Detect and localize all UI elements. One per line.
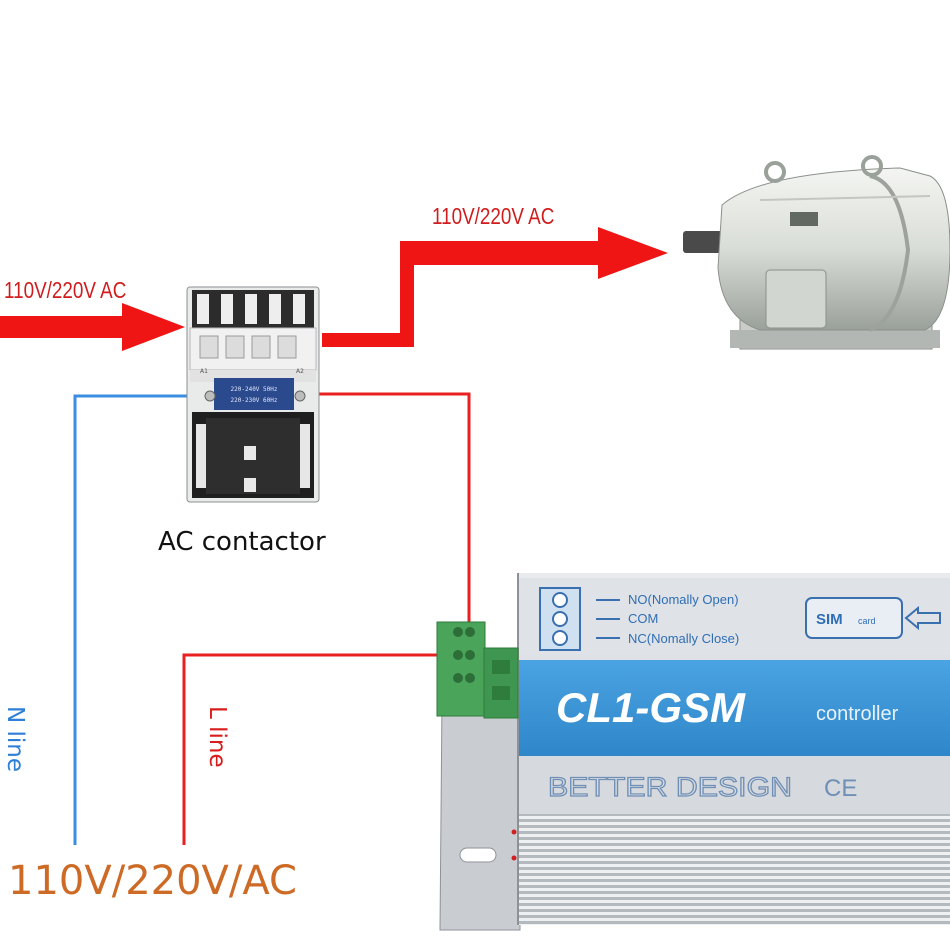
contactor-control-wire bbox=[300, 392, 471, 628]
contactor-plate-line1: 220-240V 50Hz bbox=[231, 386, 278, 393]
power-arrow-to-motor bbox=[322, 227, 668, 347]
electric-motor bbox=[683, 155, 950, 350]
mains-voltage-label: 110V/220V/AC bbox=[8, 858, 297, 904]
contactor-terminal-a2: A2 bbox=[296, 368, 304, 375]
controller-name: CL1-GSM bbox=[556, 684, 746, 731]
contactor-plate-line2: 220-230V 60Hz bbox=[231, 397, 278, 404]
sim-label: SIM bbox=[816, 611, 843, 628]
contactor-terminal-a1: A1 bbox=[200, 368, 208, 375]
sim-insert-arrow-icon bbox=[904, 605, 941, 631]
terminal-label-com: COM bbox=[628, 611, 658, 626]
controller-subtitle: controller bbox=[816, 703, 899, 725]
power-arrow-input bbox=[0, 303, 185, 351]
contactor-label: AC contactor bbox=[158, 527, 326, 557]
l-line-wire bbox=[182, 653, 470, 845]
ce-mark: CE bbox=[824, 775, 857, 802]
input-power-label: 110V/220V AC bbox=[4, 277, 127, 303]
ac-contactor: 220-240V 50Hz 220-230V 60Hz A1 A2 bbox=[186, 286, 320, 503]
terminal-label-nc: NC(Nomally Close) bbox=[628, 631, 739, 646]
motor-power-label: 110V/220V AC bbox=[432, 203, 555, 229]
l-line-label: L line bbox=[204, 706, 230, 768]
terminal-label-no: NO(Nomally Open) bbox=[628, 592, 739, 607]
n-line-wire bbox=[73, 394, 210, 845]
sim-card-label: card bbox=[858, 616, 876, 626]
n-line-label: N line bbox=[2, 706, 28, 773]
gsm-controller: NO(Nomally Open) COM NC(Nomally Close) S… bbox=[436, 573, 950, 931]
brand-name: BETTER DESIGN bbox=[548, 772, 792, 802]
